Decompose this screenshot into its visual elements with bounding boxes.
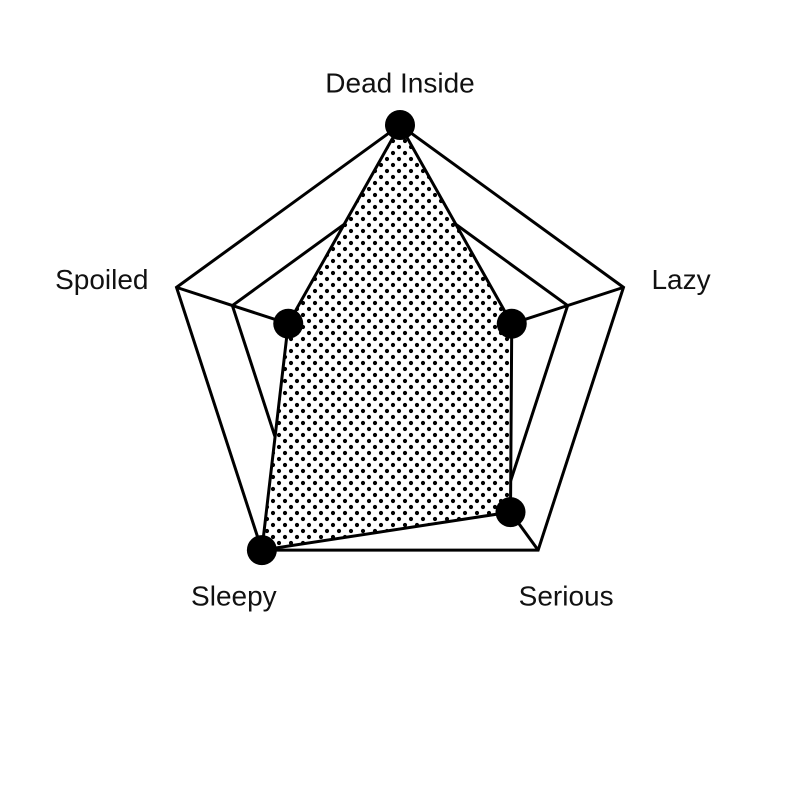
data-point-2	[495, 497, 526, 528]
data-points	[246, 110, 527, 566]
axis-label-lazy: Lazy	[651, 264, 710, 295]
data-point-0	[385, 110, 415, 140]
data-area-layer	[260, 121, 514, 552]
grid-ring-4	[174, 123, 626, 552]
axis-label-spoiled: Spoiled	[55, 264, 148, 295]
axis-label-sleepy: Sleepy	[191, 581, 277, 612]
series-area-0	[260, 121, 514, 552]
data-point-3	[246, 535, 277, 566]
axis-label-serious: Serious	[519, 581, 614, 612]
data-point-1	[496, 308, 527, 339]
axis-label-dead-inside: Dead Inside	[325, 67, 474, 98]
data-point-4	[273, 308, 304, 339]
